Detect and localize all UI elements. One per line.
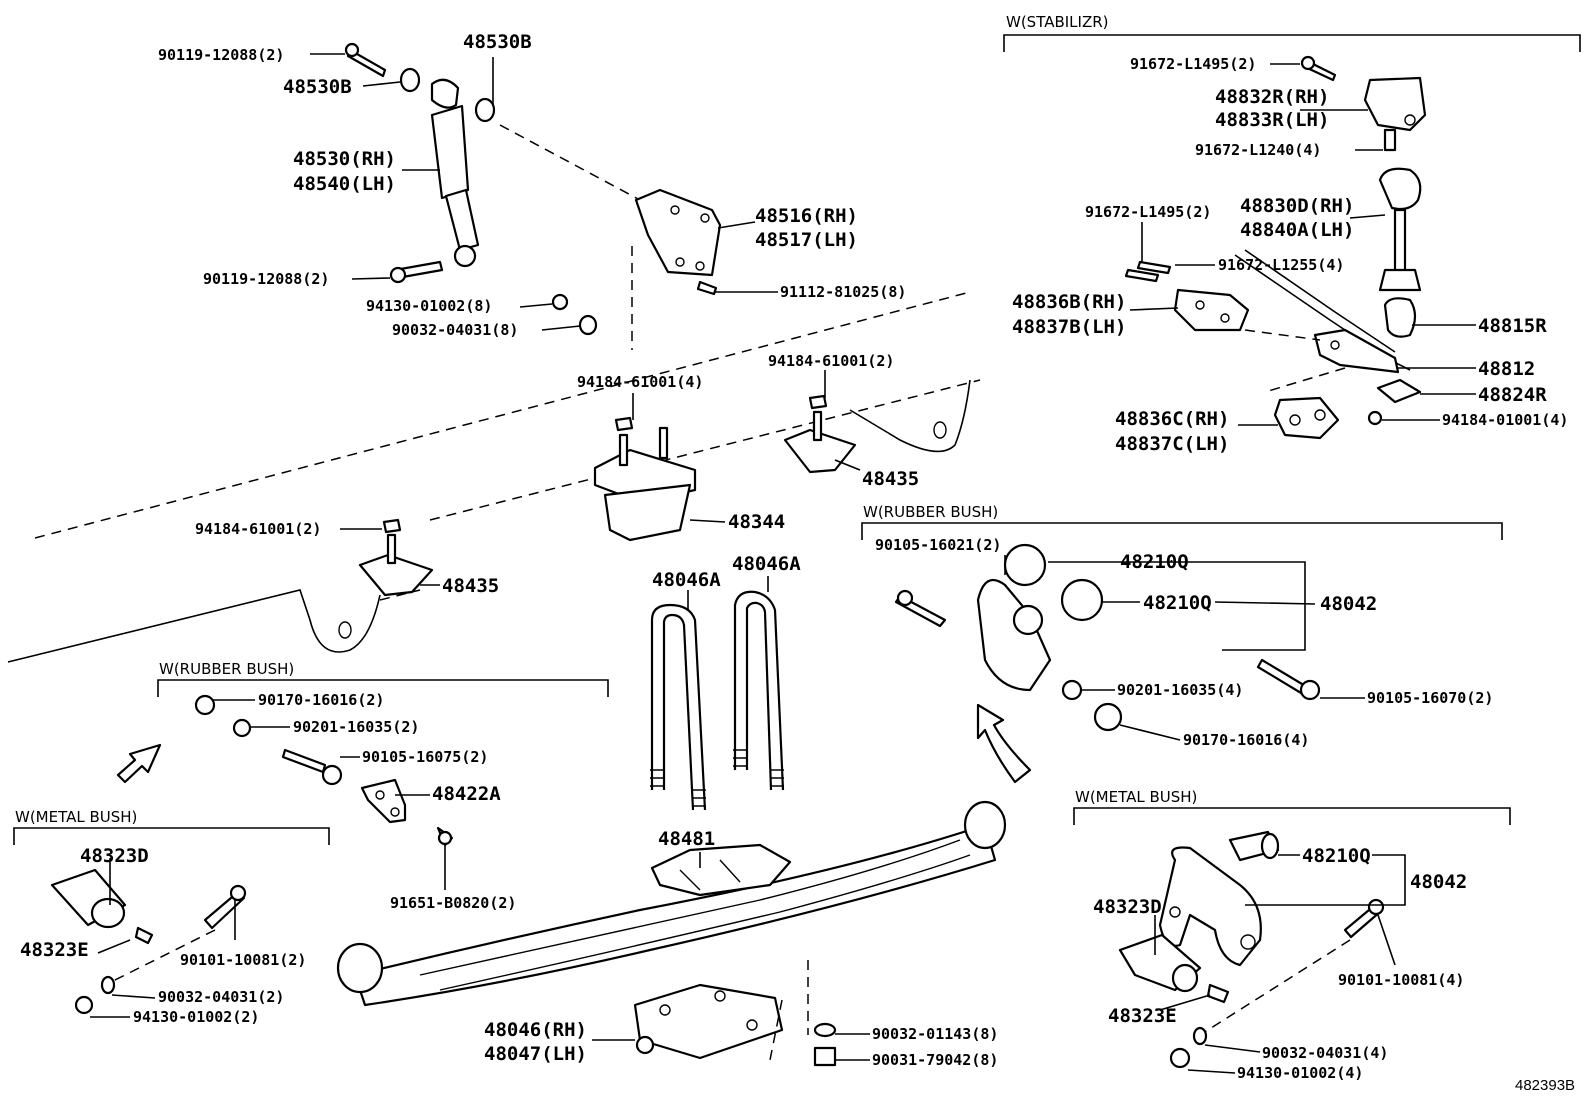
part-label[interactable]: 90032-04031(2) <box>158 988 284 1006</box>
part-label[interactable]: 91672-L1495(2) <box>1085 203 1211 221</box>
part-label[interactable]: 90119-12088(2) <box>158 46 284 64</box>
part-label[interactable]: 48046A <box>732 553 801 575</box>
part-label[interactable]: 48530B <box>463 31 532 53</box>
part-label[interactable]: 48837B(LH) <box>1012 316 1126 338</box>
arrow-icon <box>116 743 162 784</box>
bump-stopper-right[interactable] <box>783 394 857 474</box>
part-label[interactable]: 90105-16021(2) <box>875 536 1001 554</box>
group-label-metal-right: W(METAL BUSH) <box>1075 788 1197 806</box>
part-label[interactable]: 48323D <box>1093 896 1162 918</box>
part-label[interactable]: 90119-12088(2) <box>203 270 329 288</box>
part-label[interactable]: 94184-01001(4) <box>1442 411 1568 429</box>
part-label[interactable]: 90101-10081(2) <box>180 951 306 969</box>
part-label[interactable]: 48836C(RH) <box>1115 408 1229 430</box>
part-label[interactable]: 48836B(RH) <box>1012 291 1126 313</box>
group-label-rubber-left: W(RUBBER BUSH) <box>159 660 294 678</box>
part-label[interactable]: 48323D <box>80 845 149 867</box>
part-label[interactable]: 48516(RH) <box>755 205 858 227</box>
part-label[interactable]: 48435 <box>442 575 499 597</box>
part-label[interactable]: 48830D(RH) <box>1240 195 1354 217</box>
part-label[interactable]: 48812 <box>1478 358 1535 380</box>
part-label[interactable]: 48323E <box>20 939 89 961</box>
part-label[interactable]: 90101-10081(4) <box>1338 971 1464 989</box>
part-label[interactable]: 48435 <box>862 468 919 490</box>
part-label[interactable]: 90201-16035(2) <box>293 718 419 736</box>
part-label[interactable]: 48824R <box>1478 384 1547 406</box>
part-label[interactable]: 91672-L1255(4) <box>1218 256 1344 274</box>
part-label[interactable]: 94184-61001(4) <box>577 373 703 391</box>
arrow-icon <box>976 703 1032 784</box>
part-label[interactable]: 48210Q <box>1143 592 1212 614</box>
spring-plate-nuts[interactable] <box>769 960 837 1067</box>
group-label-metal-left: W(METAL BUSH) <box>15 808 137 826</box>
u-bolts[interactable] <box>650 590 785 811</box>
part-label[interactable]: 48540(LH) <box>293 173 396 195</box>
part-label[interactable]: 48517(LH) <box>755 229 858 251</box>
leader-lines <box>90 53 1476 1074</box>
frame-outline <box>7 124 981 663</box>
leaf-spring[interactable] <box>336 800 1007 1007</box>
part-label[interactable]: 48837C(LH) <box>1115 433 1229 455</box>
stabilizer-assembly[interactable] <box>1124 55 1427 440</box>
part-label[interactable]: 48815R <box>1478 315 1547 337</box>
part-label[interactable]: 48046(RH) <box>484 1019 587 1041</box>
part-label[interactable]: 48323E <box>1108 1005 1177 1027</box>
part-label[interactable]: 91672-L1240(4) <box>1195 141 1321 159</box>
group-bracket-metal-left <box>13 827 330 845</box>
part-label[interactable]: 90105-16070(2) <box>1367 689 1493 707</box>
part-label[interactable]: 48481 <box>658 828 715 850</box>
group-label-rubber-right: W(RUBBER BUSH) <box>863 503 998 521</box>
part-label[interactable]: 90032-01143(8) <box>872 1025 998 1043</box>
left-shackle-rubber[interactable] <box>194 694 454 847</box>
part-label[interactable]: 48047(LH) <box>484 1043 587 1065</box>
part-label[interactable]: 94130-01002(2) <box>133 1008 259 1026</box>
group-bracket-metal-right <box>1073 807 1511 825</box>
part-label[interactable]: 48422A <box>432 783 501 805</box>
part-label[interactable]: 48344 <box>728 511 785 533</box>
u-bolt-seat[interactable] <box>650 843 792 897</box>
group-bracket-rubber-left <box>157 679 609 697</box>
right-metal-bush[interactable] <box>1118 830 1385 1069</box>
part-label[interactable]: 94184-61001(2) <box>768 352 894 370</box>
bump-stopper-left[interactable] <box>358 518 434 597</box>
part-label[interactable]: 90032-04031(8) <box>392 321 518 339</box>
part-label[interactable]: 90105-16075(2) <box>362 748 488 766</box>
part-label[interactable]: 48840A(LH) <box>1240 219 1354 241</box>
part-label[interactable]: 94130-01002(4) <box>1237 1064 1363 1082</box>
group-bracket-stabilizer <box>1003 34 1581 52</box>
part-label[interactable]: 90170-16016(4) <box>1183 731 1309 749</box>
part-label[interactable]: 48210Q <box>1120 551 1189 573</box>
bump-stopper-center[interactable] <box>593 416 697 542</box>
group-bracket-rubber-right <box>861 522 1503 540</box>
part-label[interactable]: 91112-81025(8) <box>780 283 906 301</box>
spring-plate[interactable] <box>633 983 784 1060</box>
part-label[interactable]: 94130-01002(8) <box>366 297 492 315</box>
right-shackle-rubber[interactable] <box>894 543 1321 732</box>
part-label[interactable]: 48042 <box>1320 593 1377 615</box>
part-label[interactable]: 94184-61001(2) <box>195 520 321 538</box>
part-label[interactable]: 90170-16016(2) <box>258 691 384 709</box>
group-label-stabilizer: W(STABILIZR) <box>1006 13 1109 31</box>
part-label[interactable]: 48832R(RH) <box>1215 86 1329 108</box>
part-label[interactable]: 91672-L1495(2) <box>1130 55 1256 73</box>
part-label[interactable]: 91651-B0820(2) <box>390 894 516 912</box>
diagram-code: 482393B <box>1515 1077 1575 1094</box>
part-label[interactable]: 90201-16035(4) <box>1117 681 1243 699</box>
part-label[interactable]: 48042 <box>1410 871 1467 893</box>
shock-bracket[interactable] <box>551 188 722 336</box>
part-label[interactable]: 48833R(LH) <box>1215 109 1329 131</box>
part-label[interactable]: 48530(RH) <box>293 148 396 170</box>
part-label[interactable]: 48210Q <box>1302 845 1371 867</box>
part-label[interactable]: 48046A <box>652 569 721 591</box>
shock-absorber[interactable] <box>344 42 496 284</box>
part-label[interactable]: 90032-04031(4) <box>1262 1044 1388 1062</box>
part-label[interactable]: 90031-79042(8) <box>872 1051 998 1069</box>
part-label[interactable]: 48530B <box>283 76 352 98</box>
